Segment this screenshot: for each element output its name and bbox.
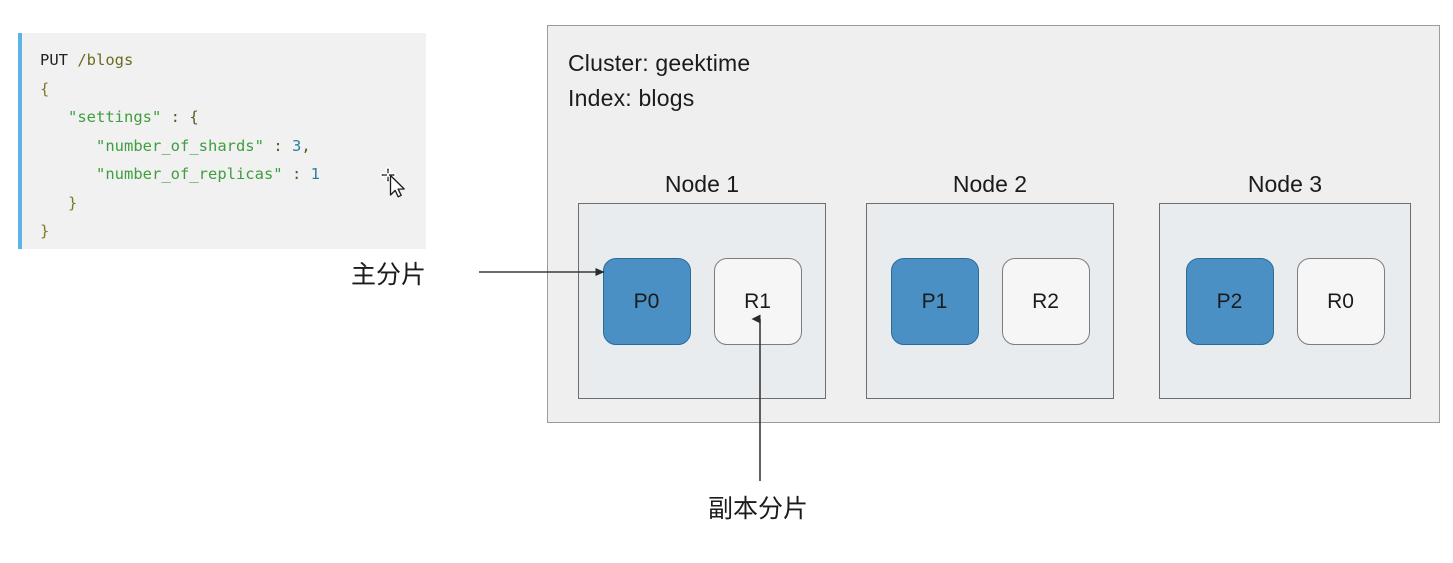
code-accent-bar	[18, 33, 22, 249]
code-value-number-of-replicas: 1	[310, 165, 320, 183]
shard-label-r1: R1	[744, 289, 771, 313]
cluster-name-line: Cluster: geektime	[568, 50, 751, 76]
code-punc-shards: :	[263, 136, 292, 155]
code-comma-shards: ,	[301, 136, 311, 155]
cluster-metadata: Cluster: geektime Index: blogs	[568, 46, 750, 116]
shard-label-p2: P2	[1216, 289, 1243, 313]
shard-label-r2: R2	[1032, 289, 1059, 313]
node-box-1: P0 R1	[578, 203, 826, 399]
node-title-1: Node 1	[664, 171, 740, 197]
shard-row-2: P1 R2	[867, 258, 1113, 345]
node-title-3: Node 3	[1247, 171, 1323, 197]
code-http-path: /blogs	[77, 51, 134, 69]
code-close-brace-settings: }	[68, 193, 78, 212]
shard-p2[interactable]: P2	[1185, 258, 1274, 345]
code-key-number-of-shards: "number_of_shards"	[96, 136, 264, 155]
node-box-3: P2 R0	[1159, 203, 1411, 399]
shard-label-r0: R0	[1327, 289, 1354, 313]
index-name-line: Index: blogs	[568, 85, 695, 111]
replica-shard-annotation-label: 副本分片	[708, 495, 809, 523]
shard-label-p1: P1	[921, 289, 948, 313]
shard-r2[interactable]: R2	[1001, 258, 1090, 345]
cluster-container: Cluster: geektime Index: blogs Node 1 P0…	[547, 25, 1440, 423]
code-http-method: PUT	[40, 51, 68, 69]
code-key-number-of-replicas: "number_of_replicas"	[96, 165, 283, 183]
node-title-2: Node 2	[952, 171, 1028, 197]
code-punc-replicas: :	[282, 165, 311, 183]
shard-r0[interactable]: R0	[1296, 258, 1385, 345]
shard-r1[interactable]: R1	[713, 258, 802, 345]
primary-shard-annotation-label: 主分片	[351, 261, 427, 289]
shard-p0[interactable]: P0	[602, 258, 691, 345]
shard-label-p0: P0	[633, 289, 660, 313]
code-key-settings: "settings"	[68, 108, 162, 126]
code-close-brace-root: }	[40, 222, 50, 240]
code-open-brace-root: {	[40, 79, 50, 98]
node-box-2: P1 R2	[866, 203, 1114, 399]
shard-row-1: P0 R1	[579, 258, 825, 345]
shard-row-3: P2 R0	[1160, 258, 1410, 345]
shard-p1[interactable]: P1	[890, 258, 979, 345]
code-snippet-text: PUT /blogs { "settings" : { "number_of_s…	[40, 46, 320, 246]
code-punc-settings: : {	[161, 108, 199, 126]
code-value-number-of-shards: 3	[291, 136, 302, 155]
code-snippet-panel[interactable]: PUT /blogs { "settings" : { "number_of_s…	[18, 33, 426, 249]
